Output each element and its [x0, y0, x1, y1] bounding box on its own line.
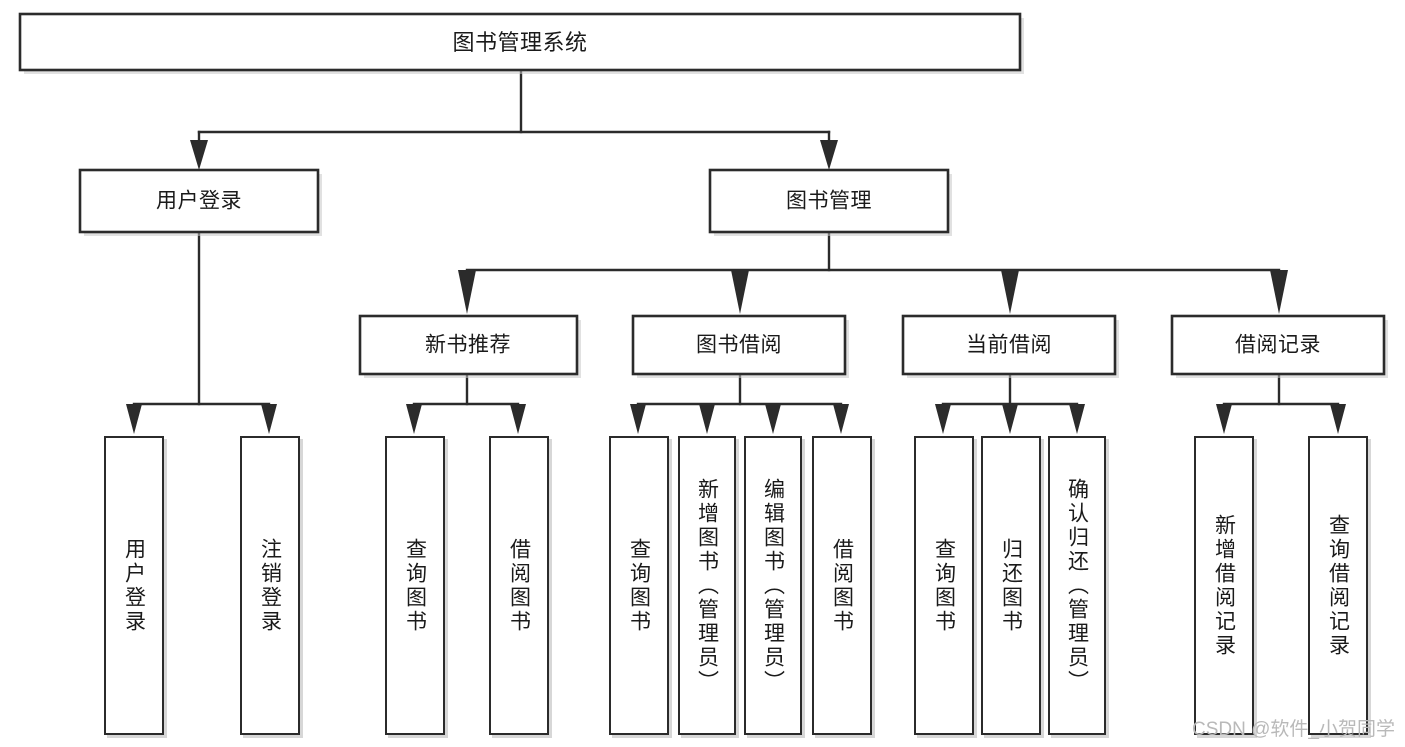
arrow-head-leaf-user-logout: [261, 404, 277, 434]
leaf-label-add-book: 新增图书（管理员）: [695, 477, 719, 694]
node-current-borrow[interactable]: 当前借阅: [901, 314, 1119, 378]
arrow-head-leaf-borrow-book-1: [510, 404, 526, 434]
arrow-head-leaf-add-book: [699, 404, 715, 434]
csdn-watermark: CSDN @软件_小贺同学: [1192, 719, 1395, 740]
leaf-label-query-record: 查询借阅记录: [1326, 513, 1350, 658]
arrow-head-leaf-query-book-2: [630, 404, 646, 434]
leaf-node-borrow-book-1[interactable]: 借阅图书: [489, 436, 549, 735]
leaf-label-query-book-2: 查询图书: [627, 537, 651, 634]
leaf-node-edit-book[interactable]: 编辑图书（管理员）: [744, 436, 802, 735]
leaf-node-confirm-return[interactable]: 确认归还（管理员）: [1048, 436, 1106, 735]
leaf-label-edit-book: 编辑图书（管理员）: [761, 477, 785, 694]
arrow-head-leaf-edit-book: [765, 404, 781, 434]
node-current-borrow-rect: [901, 314, 1117, 376]
leaf-node-add-book[interactable]: 新增图书（管理员）: [678, 436, 736, 735]
leaf-node-borrow-book-2[interactable]: 借阅图书: [812, 436, 872, 735]
leaf-node-query-record[interactable]: 查询借阅记录: [1308, 436, 1368, 735]
arrow-head-leaf-query-record: [1330, 404, 1346, 434]
arrow-head-leaf-user-login: [126, 404, 142, 434]
leaf-node-query-book-1[interactable]: 查询图书: [385, 436, 445, 735]
node-book-management-label: 图书管理: [786, 190, 872, 213]
leaf-label-borrow-book-1: 借阅图书: [507, 537, 531, 634]
node-user-login-rect: [78, 168, 320, 234]
arrow-head-new-book-recommend: [458, 270, 476, 314]
leaf-node-user-login[interactable]: 用户登录: [104, 436, 164, 735]
leaf-label-return-book: 归还图书: [999, 537, 1023, 634]
arrow-head-book-borrow: [731, 270, 749, 314]
node-borrow-record-label: 借阅记录: [1235, 334, 1321, 357]
arrow-head-leaf-add-record: [1216, 404, 1232, 434]
leaf-node-query-book-3[interactable]: 查询图书: [914, 436, 974, 735]
connector-group: [126, 70, 1346, 434]
node-new-book-recommend-label: 新书推荐: [425, 334, 511, 357]
leaf-node-query-book-2[interactable]: 查询图书: [609, 436, 669, 735]
arrow-head-book-management: [820, 140, 838, 170]
leaf-node-add-record[interactable]: 新增借阅记录: [1194, 436, 1254, 735]
leaf-label-add-record: 新增借阅记录: [1212, 513, 1236, 658]
leaf-label-user-login: 用户登录: [122, 537, 146, 634]
arrow-head-leaf-query-book-3: [935, 404, 951, 434]
node-book-borrow-rect: [631, 314, 847, 376]
node-root[interactable]: 图书管理系统: [18, 12, 1024, 74]
leaf-label-query-book-3: 查询图书: [932, 537, 956, 634]
arrow-head-current-borrow: [1001, 270, 1019, 314]
node-current-borrow-label: 当前借阅: [966, 334, 1052, 357]
leaf-label-query-book-1: 查询图书: [403, 537, 427, 634]
arrow-head-leaf-return-book: [1002, 404, 1018, 434]
node-book-management[interactable]: 图书管理: [708, 168, 952, 236]
leaf-label-user-logout: 注销登录: [258, 537, 282, 634]
arrow-head-borrow-record: [1270, 270, 1288, 314]
node-book-management-rect: [708, 168, 950, 234]
node-user-login-label: 用户登录: [156, 190, 242, 213]
node-borrow-record[interactable]: 借阅记录: [1170, 314, 1388, 378]
node-borrow-record-rect: [1170, 314, 1386, 376]
arrow-head-user-login: [190, 140, 208, 170]
arrow-head-leaf-confirm-return: [1069, 404, 1085, 434]
leaf-node-return-book[interactable]: 归还图书: [981, 436, 1041, 735]
node-book-borrow-label: 图书借阅: [696, 334, 782, 357]
node-book-borrow[interactable]: 图书借阅: [631, 314, 849, 378]
arrow-head-leaf-borrow-book-2: [833, 404, 849, 434]
node-user-login[interactable]: 用户登录: [78, 168, 322, 236]
node-new-book-recommend-rect: [358, 314, 579, 376]
leaf-label-borrow-book-2: 借阅图书: [830, 537, 854, 634]
leaf-node-user-logout[interactable]: 注销登录: [240, 436, 300, 735]
node-root-label: 图书管理系统: [452, 30, 587, 55]
node-root-rect: [18, 12, 1022, 72]
arrow-head-leaf-query-book-1: [406, 404, 422, 434]
node-new-book-recommend[interactable]: 新书推荐: [358, 314, 581, 378]
leaf-label-confirm-return: 确认归还（管理员）: [1065, 477, 1089, 694]
